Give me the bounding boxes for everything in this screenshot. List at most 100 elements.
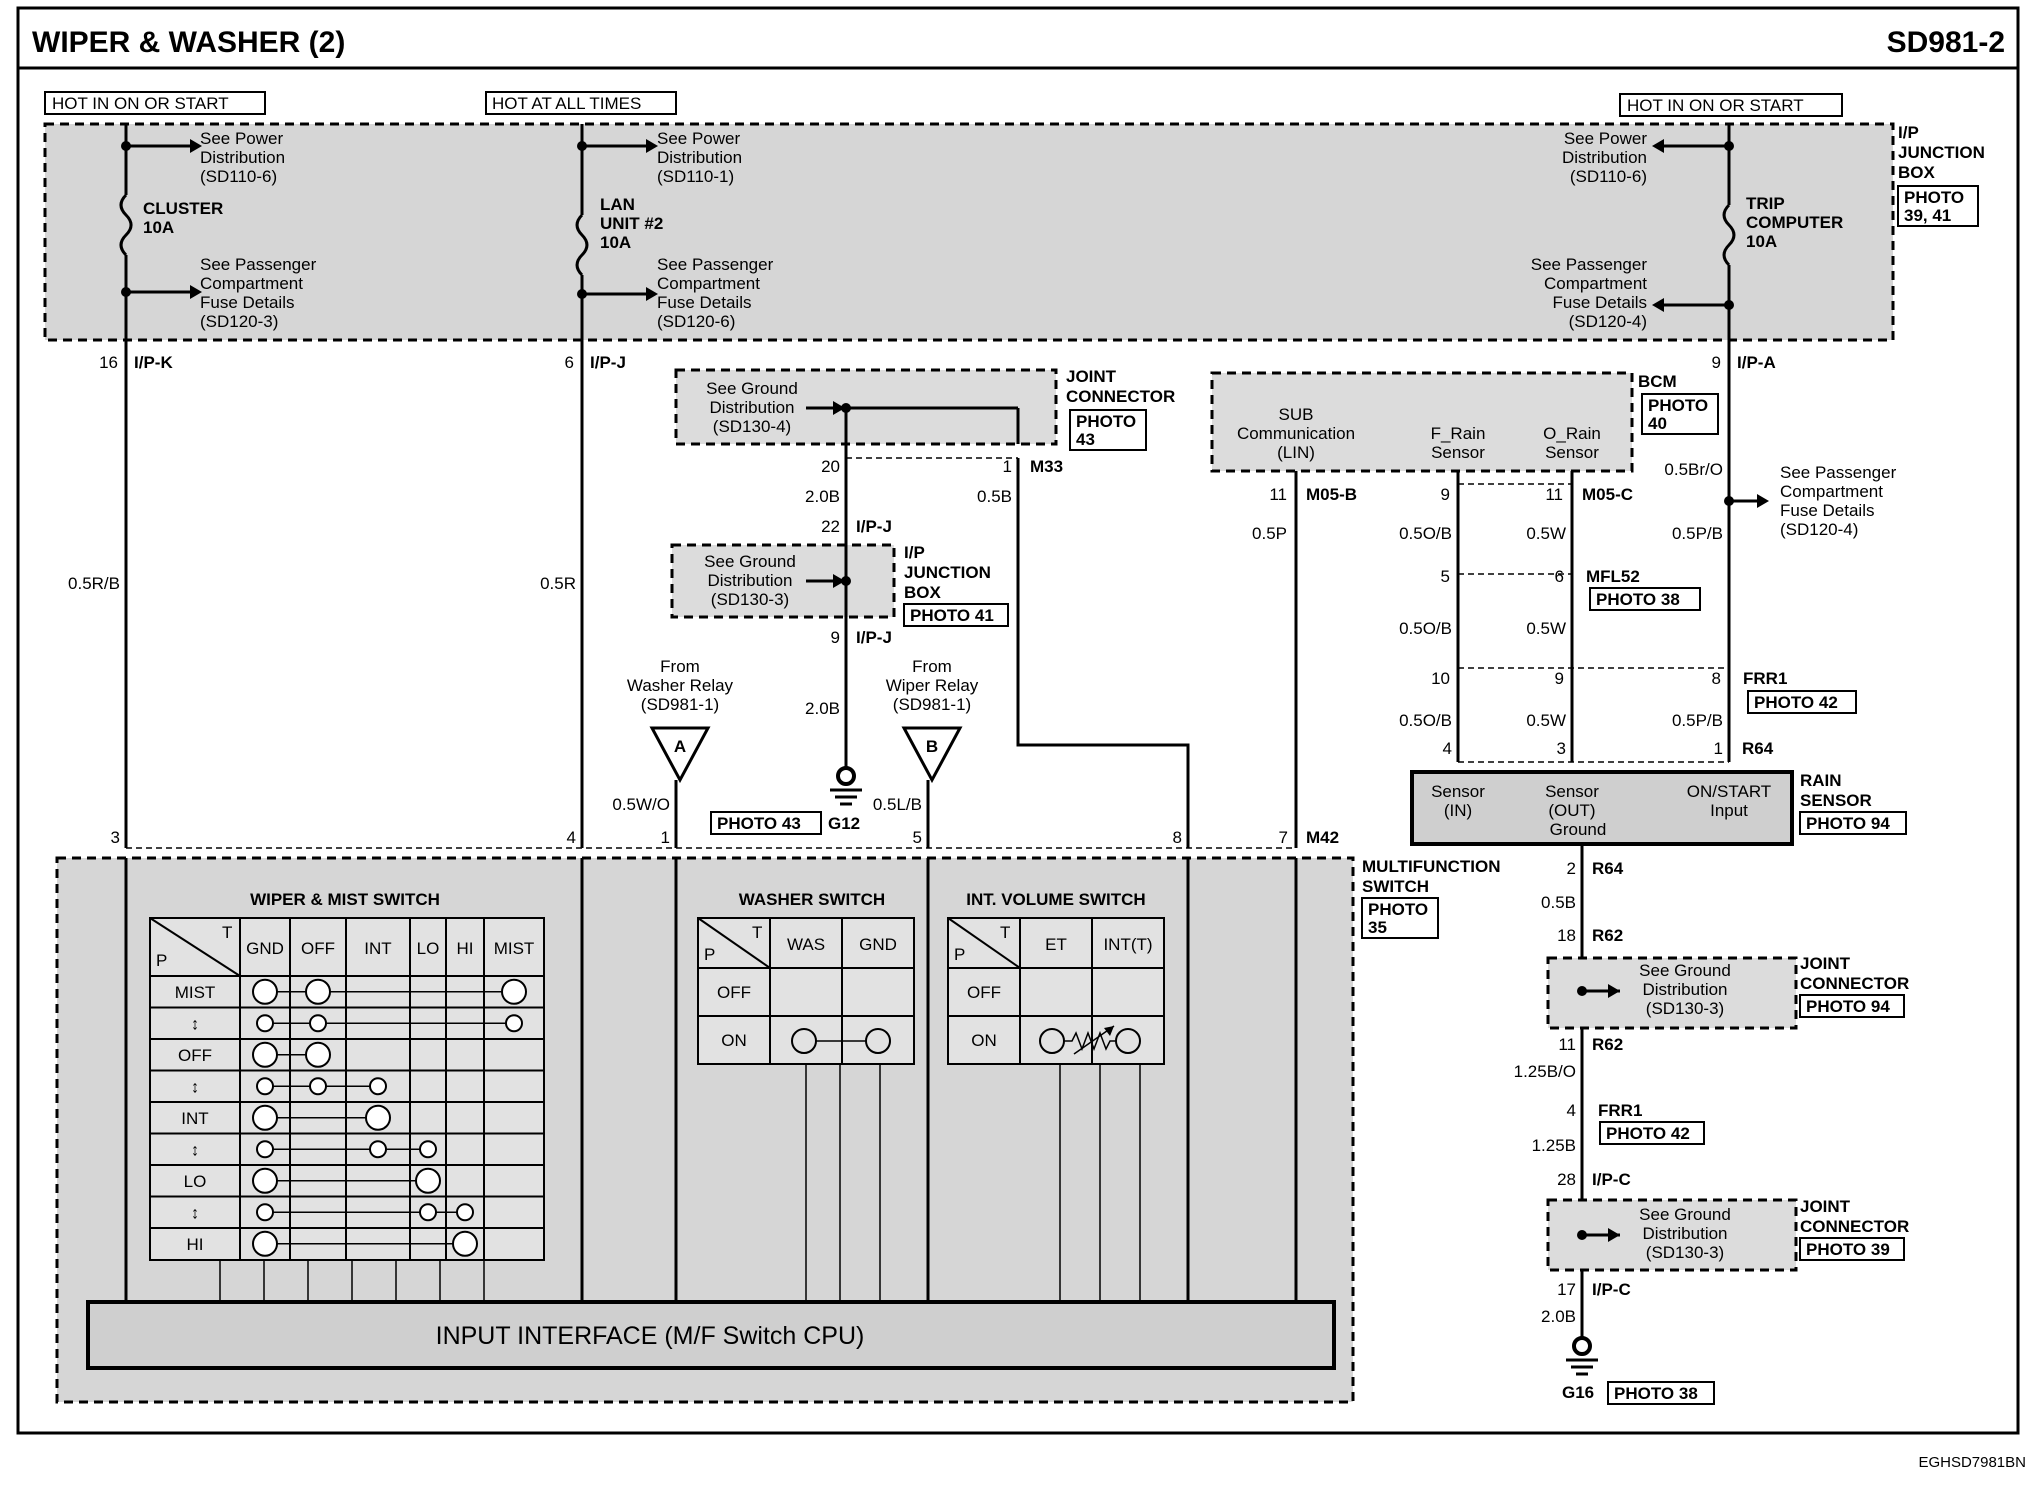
- svg-text:BCM: BCM: [1638, 372, 1677, 391]
- svg-text:RAIN: RAIN: [1800, 771, 1842, 790]
- svg-text:COMPUTER: COMPUTER: [1746, 213, 1843, 232]
- svg-text:0.5W: 0.5W: [1526, 711, 1566, 730]
- svg-text:Fuse Details: Fuse Details: [200, 293, 294, 312]
- svg-text:PHOTO: PHOTO: [1648, 396, 1708, 415]
- svg-text:10: 10: [1431, 669, 1450, 688]
- diagram-title: WIPER & WASHER (2): [32, 26, 345, 59]
- washer-switch: WASHER SWITCH T P WAS GND OFF ON: [697, 890, 915, 1065]
- svg-text:22: 22: [821, 517, 840, 536]
- relay-a-input: From Washer Relay (SD981-1) A 0.5W/O: [612, 657, 734, 848]
- wiper-row-label: HI: [187, 1235, 204, 1254]
- svg-text:11: 11: [1269, 485, 1287, 504]
- svg-text:PHOTO: PHOTO: [1368, 900, 1428, 919]
- svg-text:R64: R64: [1742, 739, 1774, 758]
- svg-text:MIST: MIST: [494, 939, 535, 958]
- svg-text:40: 40: [1648, 414, 1667, 433]
- svg-text:0.5B: 0.5B: [977, 487, 1012, 506]
- svg-text:5: 5: [913, 828, 922, 847]
- svg-text:INT. VOLUME SWITCH: INT. VOLUME SWITCH: [966, 890, 1145, 909]
- svg-text:18: 18: [1557, 926, 1576, 945]
- svg-text:0.5P: 0.5P: [1252, 524, 1287, 543]
- wiper-row-label: ↕: [191, 1014, 200, 1033]
- svg-text:Compartment: Compartment: [200, 274, 303, 293]
- svg-text:I/P-A: I/P-A: [1737, 353, 1776, 372]
- svg-text:JOINT: JOINT: [1066, 367, 1117, 386]
- bcm-labels: BCM PHOTO 40 SUB Communication (LIN) F_R…: [1237, 372, 1719, 462]
- svg-text:Fuse Details: Fuse Details: [1780, 501, 1874, 520]
- svg-text:1.25B: 1.25B: [1532, 1136, 1576, 1155]
- svg-text:Sensor: Sensor: [1431, 782, 1485, 801]
- svg-text:HOT IN ON OR START: HOT IN ON OR START: [52, 94, 229, 113]
- joint-connector-r62: [1546, 956, 1798, 1030]
- svg-text:(SD981-1): (SD981-1): [893, 695, 971, 714]
- svg-text:HI: HI: [457, 939, 474, 958]
- svg-text:See Passenger: See Passenger: [657, 255, 774, 274]
- svg-text:2.0B: 2.0B: [1541, 1307, 1576, 1326]
- svg-text:WAS: WAS: [787, 935, 825, 954]
- svg-text:(SD120-4): (SD120-4): [1780, 520, 1858, 539]
- svg-text:PHOTO: PHOTO: [1076, 412, 1136, 431]
- svg-text:16: 16: [99, 353, 118, 372]
- svg-text:ON: ON: [721, 1031, 747, 1050]
- svg-text:P: P: [954, 945, 965, 964]
- svg-text:3: 3: [111, 828, 120, 847]
- hot-label-right: HOT IN ON OR START: [1619, 93, 1843, 117]
- relay-b-input: From Wiper Relay (SD981-1) B 0.5L/B: [873, 657, 979, 848]
- svg-text:(SD130-3): (SD130-3): [711, 590, 789, 609]
- ground-g16: G16 PHOTO 38: [1562, 1336, 1715, 1405]
- wiper-row-label: OFF: [178, 1046, 212, 1065]
- svg-text:MULTIFUNCTION: MULTIFUNCTION: [1362, 857, 1501, 876]
- svg-text:6: 6: [1555, 567, 1564, 586]
- svg-text:(SD110-1): (SD110-1): [657, 167, 734, 186]
- wiper-row-label: ↕: [191, 1203, 200, 1222]
- svg-text:7: 7: [1279, 828, 1288, 847]
- svg-text:Sensor: Sensor: [1545, 782, 1599, 801]
- svg-text:9: 9: [1441, 485, 1450, 504]
- svg-text:Distribution: Distribution: [657, 148, 742, 167]
- svg-text:Distribution: Distribution: [707, 571, 792, 590]
- wiper-row-label: LO: [184, 1172, 207, 1191]
- mfs-labels: MULTIFUNCTION SWITCH PHOTO 35 3 4 1 5 8 …: [111, 828, 1501, 939]
- wiper-row-label: INT: [181, 1109, 208, 1128]
- svg-text:PHOTO 94: PHOTO 94: [1806, 997, 1890, 1016]
- svg-text:ON/START: ON/START: [1687, 782, 1771, 801]
- svg-text:8: 8: [1712, 669, 1721, 688]
- svg-text:0.5B: 0.5B: [1541, 893, 1576, 912]
- joint-connector-top-labels: JOINT CONNECTOR PHOTO 43 See Ground Dist…: [706, 367, 1175, 451]
- svg-text:Compartment: Compartment: [657, 274, 760, 293]
- svg-text:FRR1: FRR1: [1743, 669, 1787, 688]
- svg-text:B: B: [926, 737, 938, 756]
- rain-sensor-box: [1410, 770, 1794, 846]
- svg-text:Sensor: Sensor: [1431, 443, 1485, 462]
- svg-text:I/P: I/P: [1898, 123, 1919, 142]
- svg-text:2.0B: 2.0B: [805, 699, 840, 718]
- ip-junction-box-2: [670, 543, 896, 619]
- fuse-trip-computer: TRIP COMPUTER 10A See Power Distribution…: [1531, 124, 1843, 340]
- hot-label-left: HOT IN ON OR START: [44, 91, 266, 115]
- svg-text:PHOTO 94: PHOTO 94: [1806, 814, 1890, 833]
- svg-text:SWITCH: SWITCH: [1362, 877, 1429, 896]
- svg-text:See Passenger: See Passenger: [1780, 463, 1897, 482]
- ground-g12: PHOTO 43 G12: [710, 766, 862, 835]
- svg-text:PHOTO 41: PHOTO 41: [910, 606, 994, 625]
- joint-connector-ipc-labels: See Ground Distribution (SD130-3) JOINT …: [1577, 1197, 1909, 1262]
- svg-text:See Power: See Power: [200, 129, 283, 148]
- svg-text:ON: ON: [971, 1031, 997, 1050]
- joint-connector-r62-labels: See Ground Distribution (SD130-3) JOINT …: [1577, 954, 1909, 1018]
- fuse-cluster: CLUSTER 10A See Power Distribution (SD11…: [119, 124, 317, 340]
- svg-text:Distribution: Distribution: [1562, 148, 1647, 167]
- svg-text:0.5P/B: 0.5P/B: [1672, 711, 1723, 730]
- wiper-mist-switch: WIPER & MIST SWITCH T P GND OFF INT LO H…: [149, 890, 545, 1261]
- svg-text:See Power: See Power: [657, 129, 740, 148]
- svg-text:3: 3: [1557, 739, 1566, 758]
- svg-text:MFL52: MFL52: [1586, 567, 1640, 586]
- svg-text:0.5O/B: 0.5O/B: [1399, 619, 1452, 638]
- svg-text:PHOTO 38: PHOTO 38: [1614, 1384, 1698, 1403]
- svg-text:0.5P/B: 0.5P/B: [1672, 524, 1723, 543]
- svg-text:(LIN): (LIN): [1277, 443, 1315, 462]
- svg-text:TRIP: TRIP: [1746, 194, 1785, 213]
- wire-label-left: 0.5R/B: [68, 574, 120, 593]
- svg-text:I/P: I/P: [904, 543, 925, 562]
- svg-text:LO: LO: [417, 939, 440, 958]
